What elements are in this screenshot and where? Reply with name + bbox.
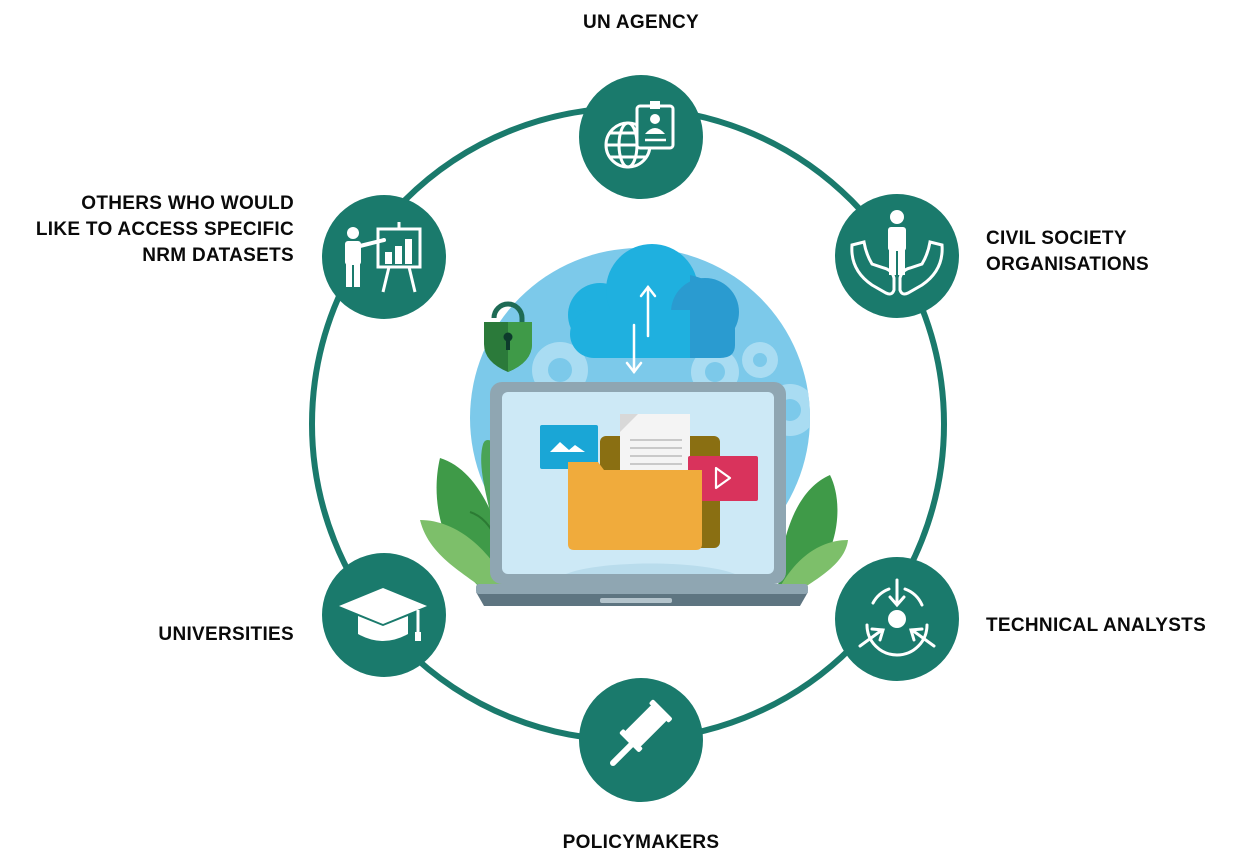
label-line: TECHNICAL ANALYSTS: [986, 615, 1207, 636]
graduation-cap-icon: [339, 588, 427, 641]
label-line: LIKE TO ACCESS SPECIFIC: [35, 219, 294, 240]
label-policymakers: POLICYMAKERS: [541, 830, 741, 852]
node-others[interactable]: [322, 195, 446, 319]
convergence-arrows-icon: [858, 578, 936, 657]
label-line: UNIVERSITIES: [158, 624, 294, 645]
label-others: OTHERS WHO WOULD LIKE TO ACCESS SPECIFIC…: [10, 191, 294, 269]
label-technical-analysts: TECHNICAL ANALYSTS: [986, 613, 1206, 639]
upload-download-arrows-icon: [625, 284, 657, 375]
label-universities: UNIVERSITIES: [60, 622, 294, 648]
gavel-icon: [610, 699, 672, 766]
label-line: CIVIL SOCIETY: [986, 228, 1127, 249]
cloud-icon: [568, 244, 739, 358]
node-un-agency[interactable]: [579, 75, 703, 199]
video-play-icon: [688, 456, 758, 501]
label-un-agency: UN AGENCY: [541, 10, 741, 36]
person-in-hands-icon: [850, 210, 944, 296]
folder-icon: [568, 462, 702, 550]
node-universities[interactable]: [322, 553, 446, 677]
image-icon: [540, 425, 598, 469]
node-technical-analysts[interactable]: [835, 557, 959, 681]
document-icon: [620, 414, 690, 472]
label-line: ORGANISATIONS: [986, 254, 1149, 275]
node-civil-society[interactable]: [835, 194, 959, 318]
label-line: POLICYMAKERS: [562, 832, 720, 852]
presenter-chart-icon: [345, 222, 422, 293]
center-illustration: [420, 244, 848, 606]
node-policymakers[interactable]: [579, 678, 703, 802]
label-line: OTHERS WHO WOULD: [81, 193, 294, 214]
padlock-icon: [484, 301, 532, 372]
label-line: NRM DATASETS: [142, 245, 294, 266]
label-line: UN AGENCY: [582, 12, 699, 33]
label-civil-society: CIVIL SOCIETY ORGANISATIONS: [986, 226, 1149, 278]
